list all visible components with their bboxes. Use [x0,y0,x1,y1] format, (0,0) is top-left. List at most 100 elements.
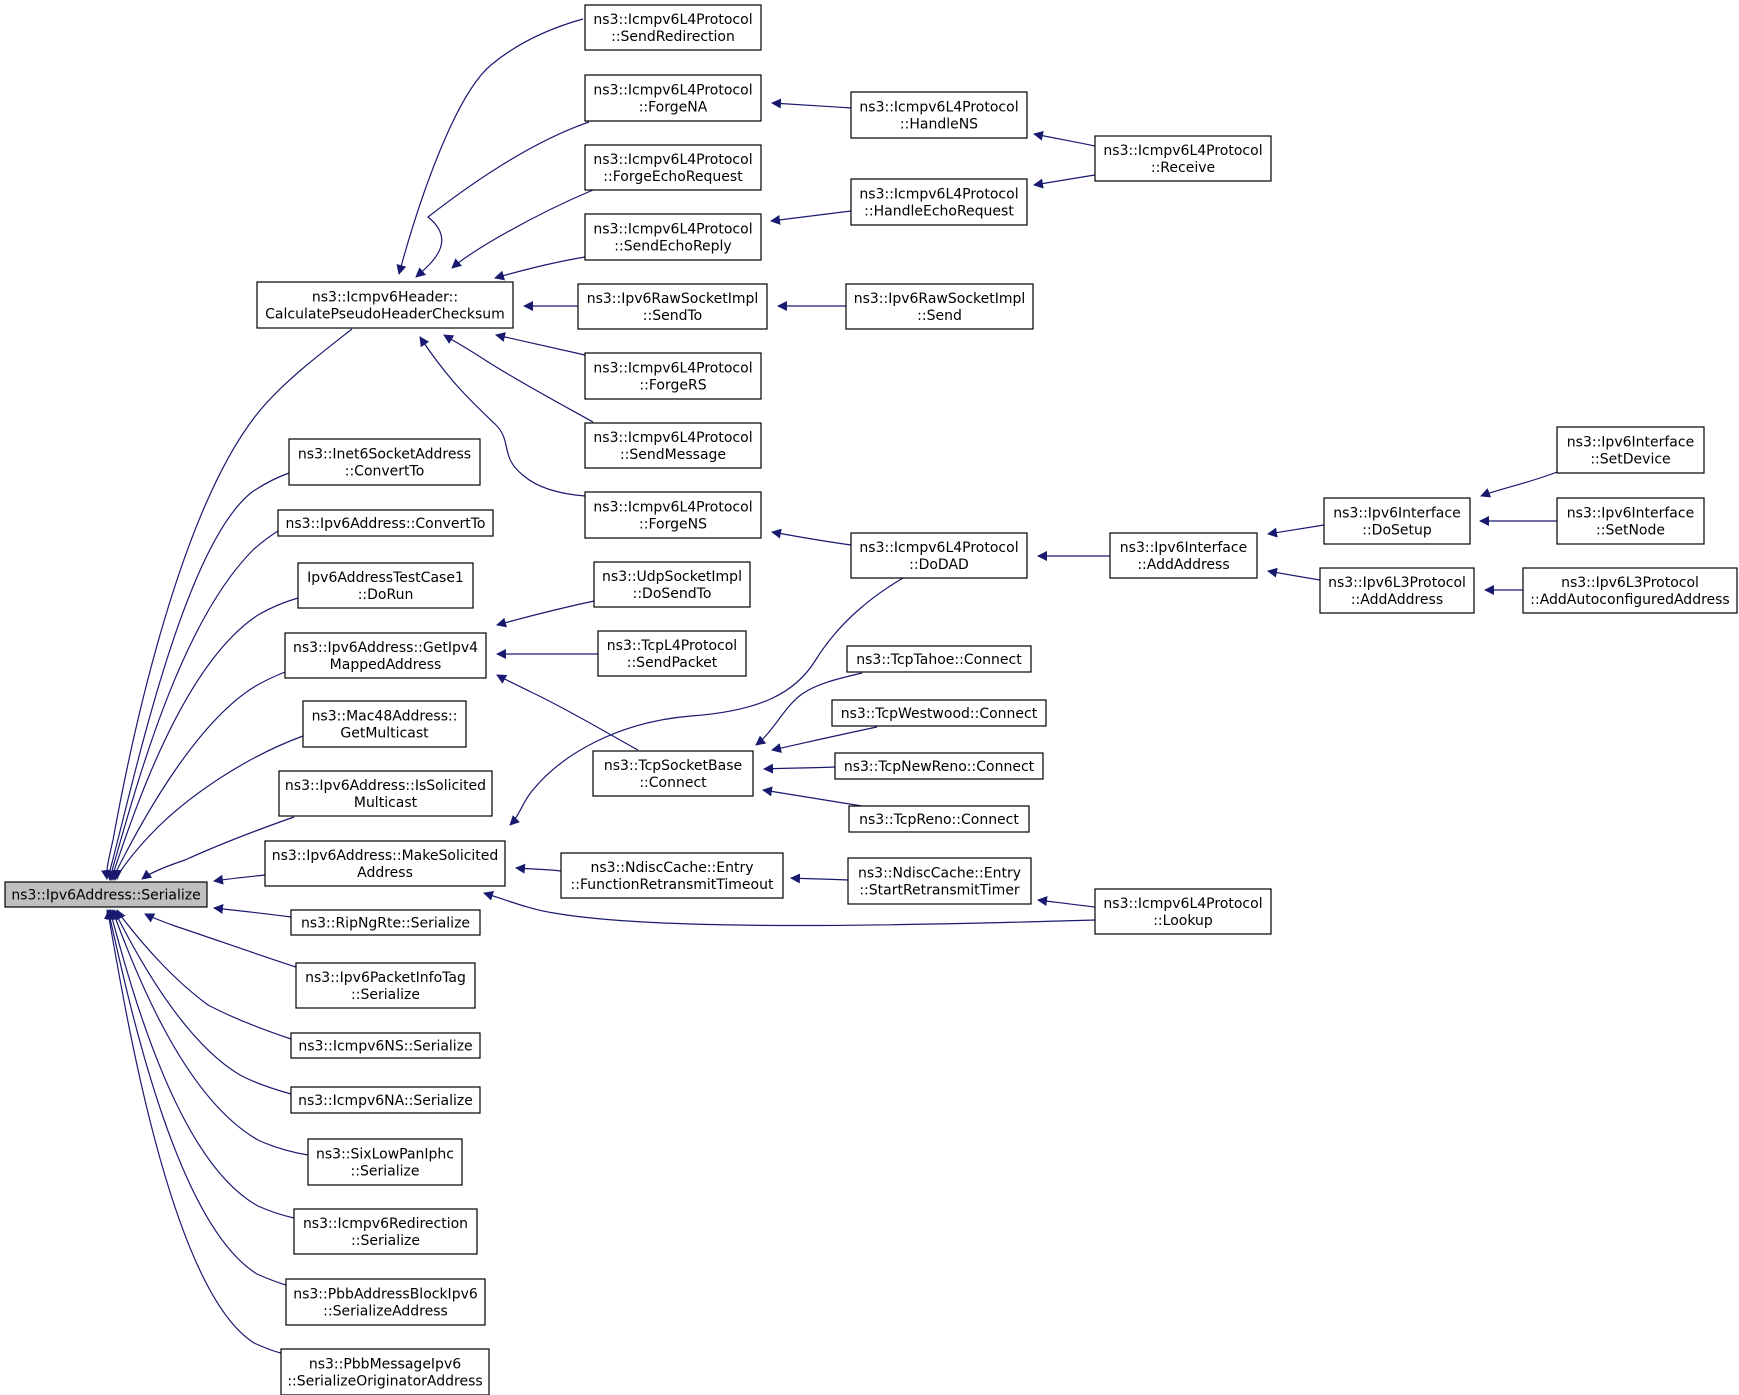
node-forgeNA[interactable]: ns3::Icmpv6L4Protocol::ForgeNA [584,74,762,122]
node-label: Address [357,865,413,881]
node-handleEcho[interactable]: ns3::Icmpv6L4Protocol::HandleEchoRequest [850,178,1028,226]
node-label: ns3::Icmpv6L4Protocol [593,83,752,99]
edge-arrow [419,336,586,497]
node-serialize[interactable]: ns3::Ipv6Address::Serialize [4,881,208,908]
node-box [850,178,1028,226]
node-l3AddAddress[interactable]: ns3::Ipv6L3Protocol::AddAddress [1319,567,1475,614]
node-box [293,1208,478,1255]
node-udpDoSendTo[interactable]: ns3::UdpSocketImpl::DoSendTo [593,561,751,608]
edge-lookup-to-makeSolicited [483,890,1096,927]
node-setDevice[interactable]: ns3::Ipv6Interface::SetDevice [1556,426,1705,474]
node-box [280,1348,490,1395]
node-label: ns3::NdiscCache::Entry [591,860,754,876]
node-reno[interactable]: ns3::TcpReno::Connect [848,805,1030,833]
node-tcpSockConnect[interactable]: ns3::TcpSocketBase::Connect [592,750,754,797]
edge-arrow [755,672,863,746]
node-handleNS[interactable]: ns3::Icmpv6L4Protocol::HandleNS [850,91,1028,139]
edge-forgeRS-to-calcPseudo [495,332,586,356]
node-doSetup[interactable]: ns3::Ipv6Interface::DoSetup [1323,497,1471,545]
node-westwood[interactable]: ns3::TcpWestwood::Connect [831,699,1047,727]
node-box [278,770,493,817]
node-label: ns3::UdpSocketImpl [602,569,742,585]
edge-arrow [144,913,297,968]
node-box [593,561,751,608]
edge-sendRedirection-to-calcPseudo [396,18,584,275]
node-tcpSendPacket[interactable]: ns3::TcpL4Protocol::SendPacket [597,630,747,677]
node-pbbBlock[interactable]: ns3::PbbAddressBlockIpv6::SerializeAddre… [285,1278,486,1326]
node-inet6Convert[interactable]: ns3::Inet6SocketAddress::ConvertTo [288,438,481,486]
node-rawSend[interactable]: ns3::Ipv6RawSocketImpl::Send [845,283,1034,330]
node-calcPseudo[interactable]: ns3::Icmpv6Header::CalculatePseudoHeader… [256,281,514,329]
node-box [1094,135,1272,182]
node-startRetrans[interactable]: ns3::NdiscCache::Entry::StartRetransmitT… [847,857,1032,905]
node-label: ns3::Ipv6L3Protocol [1561,575,1699,591]
node-label: ::SendPacket [627,655,718,671]
edge-arrow [1480,471,1558,498]
edge-westwood-to-tcpSockConnect [771,726,878,753]
node-forgeEcho[interactable]: ns3::Icmpv6L4Protocol::ForgeEchoRequest [584,144,762,191]
node-label: ns3::Icmpv6L4Protocol [593,500,752,516]
edge-icmpNA-to-serialize [113,909,292,1095]
node-pktInfoTag[interactable]: ns3::Ipv6PacketInfoTag::Serialize [295,962,476,1009]
node-label: ns3::Icmpv6Header:: [312,290,458,306]
edge-arrow [108,597,299,881]
node-ipv6Convert[interactable]: ns3::Ipv6Address::ConvertTo [277,509,494,537]
node-ifAddAddress[interactable]: ns3::Ipv6Interface::AddAddress [1109,532,1258,579]
node-testCase[interactable]: Ipv6AddressTestCase1::DoRun [297,562,474,609]
node-icmpNS[interactable]: ns3::Icmpv6NS::Serialize [290,1032,481,1059]
edge-arrow [451,189,594,269]
edge-icmpNS-to-serialize [116,909,292,1040]
edge-mac48Multicast-to-serialize [112,735,304,880]
node-doDAD[interactable]: ns3::Icmpv6L4Protocol::DoDAD [850,532,1028,579]
node-sixLowPan[interactable]: ns3::SixLowPanIphc::Serialize [307,1138,463,1186]
node-label: ns3::Mac48Address:: [312,709,458,725]
node-ripNg[interactable]: ns3::RipNgRte::Serialize [290,909,481,936]
node-newReno[interactable]: ns3::TcpNewReno::Connect [834,752,1044,780]
node-sendEchoReply[interactable]: ns3::Icmpv6L4Protocol::SendEchoReply [584,213,762,261]
node-receive[interactable]: ns3::Icmpv6L4Protocol::Receive [1094,135,1272,182]
node-box [848,805,1030,833]
node-label: ns3::TcpL4Protocol [607,638,737,654]
node-lookup[interactable]: ns3::Icmpv6L4Protocol::Lookup [1094,888,1272,935]
node-tahoe[interactable]: ns3::TcpTahoe::Connect [846,645,1032,673]
node-box [285,1278,486,1326]
node-pbbMsg[interactable]: ns3::PbbMessageIpv6::SerializeOriginator… [280,1348,490,1395]
node-rawSendTo[interactable]: ns3::Ipv6RawSocketImpl::SendTo [577,283,768,330]
edge-doSetup-to-ifAddAddress [1267,524,1325,538]
node-box [290,1086,481,1114]
edge-receive-to-handleEcho [1033,174,1096,189]
edge-arrow [494,256,586,281]
node-forgeRS[interactable]: ns3::Icmpv6L4Protocol::ForgeRS [584,352,762,400]
edge-arrow [112,735,304,880]
node-ndiscRetransTimeout[interactable]: ns3::NdiscCache::Entry::FunctionRetransm… [560,852,784,899]
node-icmpRedir[interactable]: ns3::Icmpv6Redirection::Serialize [293,1208,478,1255]
node-label: ::Send [917,308,962,324]
node-sendRedirection[interactable]: ns3::Icmpv6L4Protocol::SendRedirection [584,4,762,51]
node-forgeNS[interactable]: ns3::Icmpv6L4Protocol::ForgeNS [584,491,762,539]
node-sendMessage[interactable]: ns3::Icmpv6L4Protocol::SendMessage [584,422,762,469]
edge-arrow [509,577,904,826]
node-label: ns3::TcpNewReno::Connect [844,759,1035,775]
edge-handleNS-to-forgeNA [771,98,852,109]
edge-startRetrans-to-ndiscRetransTimeout [790,873,849,884]
node-label: ns3::Icmpv6L4Protocol [593,222,752,238]
node-label: ::Receive [1151,160,1215,176]
edge-arrow [790,873,849,884]
node-addAutoconf[interactable]: ns3::Ipv6L3Protocol::AddAutoconfiguredAd… [1522,567,1738,614]
node-icmpNA[interactable]: ns3::Icmpv6NA::Serialize [290,1086,481,1114]
node-setNode[interactable]: ns3::Ipv6Interface::SetNode [1556,497,1705,545]
edge-arrow [213,874,266,885]
node-label: ns3::Icmpv6L4Protocol [593,152,752,168]
node-box [584,352,762,400]
node-label: ns3::Inet6SocketAddress [298,447,471,463]
node-box [584,74,762,122]
node-box [845,283,1034,330]
node-label: ::Serialize [351,987,420,1003]
node-mac48Multicast[interactable]: ns3::Mac48Address::GetMulticast [302,700,467,748]
edge-arrow [1037,896,1096,908]
edge-sixLowPan-to-serialize [111,909,309,1156]
node-label: ns3::TcpTahoe::Connect [856,652,1022,668]
